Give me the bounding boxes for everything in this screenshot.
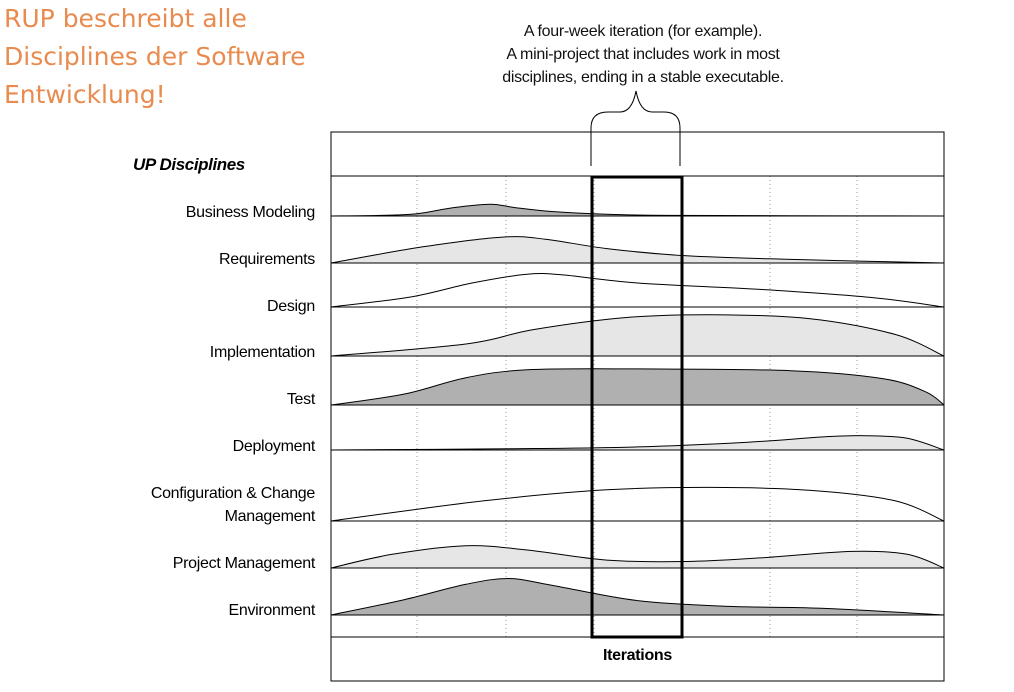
configuration-change-management-area	[331, 487, 944, 521]
diagram-border	[330, 131, 945, 682]
configuration-change-management-curve	[331, 486, 944, 522]
iteration-brace	[590, 90, 681, 166]
test-curve	[331, 368, 944, 406]
highlighted-iteration-box	[590, 175, 684, 639]
requirements-area	[331, 236, 944, 263]
iterations-label: Iterations	[602, 647, 673, 664]
discipline-label-deployment: Deployment	[95, 435, 316, 458]
business-modeling-area	[331, 204, 944, 216]
discipline-label-business-modeling: Business Modeling	[95, 201, 316, 224]
annotation-line: A mini-project that includes work in mos…	[506, 46, 780, 63]
discipline-label-line: Project Management	[172, 555, 316, 572]
discipline-label-line: Management	[224, 508, 316, 525]
discipline-label-line: Deployment	[232, 438, 316, 455]
annotation-line: A four-week iteration (for example).	[523, 23, 763, 40]
discipline-label-project-management: Project Management	[95, 552, 316, 575]
deployment-curve	[331, 435, 944, 451]
discipline-label-line: Business Modeling	[185, 204, 316, 221]
discipline-label-line: Configuration & Change	[150, 485, 315, 502]
disciplines-heading: UP Disciplines	[133, 155, 245, 174]
discipline-label-design: Design	[95, 295, 315, 318]
discipline-label-requirements: Requirements	[95, 248, 315, 271]
environment-curve	[331, 577, 944, 616]
slide-title: RUP beschreibt alle Disciplines der Soft…	[4, 0, 306, 114]
design-area	[331, 273, 944, 307]
discipline-label-environment: Environment	[95, 599, 315, 622]
implementation-curve	[331, 314, 944, 357]
design-curve	[331, 272, 944, 308]
slide-title-line: RUP beschreibt alle	[4, 4, 247, 33]
deployment-area	[331, 435, 944, 450]
discipline-label-line: Environment	[228, 602, 315, 619]
test-area	[331, 368, 944, 405]
discipline-label-line: Design	[266, 298, 315, 315]
environment-area	[331, 578, 944, 615]
discipline-label-line: Implementation	[209, 344, 316, 361]
discipline-label-line: Requirements	[218, 251, 315, 268]
iteration-annotation: A four-week iteration (for example). A m…	[470, 20, 816, 89]
iteration-highlight	[590, 90, 684, 639]
slide-title-line: Disciplines der Software	[4, 42, 306, 71]
project-management-area	[331, 545, 944, 568]
discipline-label-implementation: Implementation	[95, 341, 316, 364]
discipline-workload-curves	[331, 203, 944, 616]
implementation-area	[331, 314, 944, 356]
discipline-label-line: Test	[286, 391, 315, 408]
annotation-line: disciplines, ending in a stable executab…	[502, 69, 784, 86]
discipline-label-test: Test	[95, 388, 315, 411]
project-management-curve	[331, 545, 944, 569]
requirements-curve	[331, 236, 944, 264]
slide-title-line: Entwicklung!	[4, 80, 166, 109]
